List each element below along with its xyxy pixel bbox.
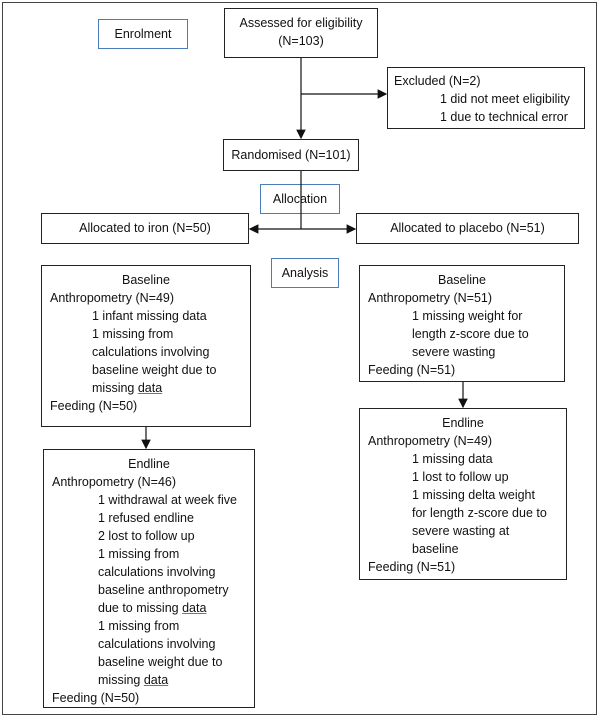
placebo-endline-item: for length z-score due to — [412, 506, 547, 520]
placebo-baseline-title: Baseline — [438, 273, 486, 287]
enrolment-label: Enrolment — [98, 19, 188, 49]
iron-endline-feeding: Feeding (N=50) — [52, 691, 140, 705]
placebo-endline-item: 1 missing delta weight — [412, 488, 535, 502]
placebo-baseline-feeding: Feeding (N=51) — [368, 363, 456, 377]
iron-baseline-anthropometry: Anthropometry (N=49) — [50, 291, 175, 305]
iron-baseline-item: 1 infant missing data — [92, 309, 207, 323]
iron-endline-item: 2 lost to follow up — [98, 529, 195, 543]
iron-baseline-item-text: missing — [92, 381, 135, 395]
excluded-reason: 1 due to technical error — [440, 110, 568, 124]
iron-endline-box: Endline Anthropometry (N=46) 1 withdrawa… — [43, 449, 255, 708]
placebo-baseline-anthropometry: Anthropometry (N=51) — [368, 291, 493, 305]
iron-baseline-box: Baseline Anthropometry (N=49) 1 infant m… — [41, 265, 251, 427]
iron-endline-item: 1 refused endline — [98, 511, 194, 525]
placebo-endline-item: 1 missing data — [412, 452, 493, 466]
iron-endline-item: missing data — [52, 671, 254, 689]
iron-endline-underlined-word: data — [182, 601, 207, 615]
excluded-reason: 1 did not meet eligibility — [440, 92, 570, 106]
iron-baseline-underlined-word: data — [137, 381, 163, 395]
iron-endline-item-text: due to missing — [98, 601, 179, 615]
placebo-endline-anthropometry: Anthropometry (N=49) — [368, 434, 493, 448]
randomised-box: Randomised (N=101) — [223, 139, 359, 171]
iron-endline-item: 1 withdrawal at week five — [98, 493, 237, 507]
placebo-endline-item: baseline — [412, 542, 459, 556]
placebo-baseline-item: length z-score due to — [412, 327, 529, 341]
placebo-endline-box: Endline Anthropometry (N=49) 1 missing d… — [359, 408, 567, 580]
assessed-box: Assessed for eligibility (N=103) — [224, 8, 378, 58]
iron-baseline-item: baseline weight due to — [92, 363, 217, 377]
excluded-box: Excluded (N=2) 1 did not meet eligibilit… — [387, 67, 585, 129]
iron-endline-item: calculations involving — [98, 565, 216, 579]
iron-baseline-item: 1 missing from — [92, 327, 174, 341]
placebo-baseline-item: severe wasting — [412, 345, 496, 359]
iron-baseline-feeding: Feeding (N=50) — [50, 399, 138, 413]
excluded-title: Excluded (N=2) — [394, 74, 481, 88]
iron-endline-item: calculations involving — [98, 637, 216, 651]
assessed-line1: Assessed for eligibility — [239, 16, 363, 30]
iron-endline-item: 1 missing from — [98, 547, 180, 561]
placebo-endline-feeding: Feeding (N=51) — [368, 560, 456, 574]
iron-endline-item: baseline weight due to — [98, 655, 223, 669]
iron-endline-title: Endline — [128, 457, 170, 471]
allocation-label: Allocation — [260, 184, 340, 214]
placebo-baseline-box: Baseline Anthropometry (N=51) 1 missing … — [359, 265, 565, 382]
allocated-placebo-box: Allocated to placebo (N=51) — [356, 213, 579, 244]
analysis-label: Analysis — [271, 258, 339, 288]
placebo-baseline-item: 1 missing weight for — [412, 309, 523, 323]
allocated-iron-box: Allocated to iron (N=50) — [41, 213, 249, 244]
iron-endline-item: baseline anthropometry — [98, 583, 229, 597]
iron-endline-item: due to missing data — [52, 599, 254, 617]
iron-endline-anthropometry: Anthropometry (N=46) — [52, 475, 177, 489]
iron-baseline-item: calculations involving — [92, 345, 210, 359]
assessed-line2: (N=103) — [278, 34, 324, 48]
iron-endline-item: 1 missing from — [98, 619, 180, 633]
iron-baseline-item: missing data — [50, 379, 250, 397]
placebo-endline-item: 1 lost to follow up — [412, 470, 509, 484]
iron-baseline-title: Baseline — [122, 273, 170, 287]
placebo-endline-title: Endline — [442, 416, 484, 430]
iron-endline-item-text: missing — [98, 673, 141, 687]
placebo-endline-item: severe wasting at — [412, 524, 510, 538]
iron-endline-underlined-word: data — [143, 673, 169, 687]
